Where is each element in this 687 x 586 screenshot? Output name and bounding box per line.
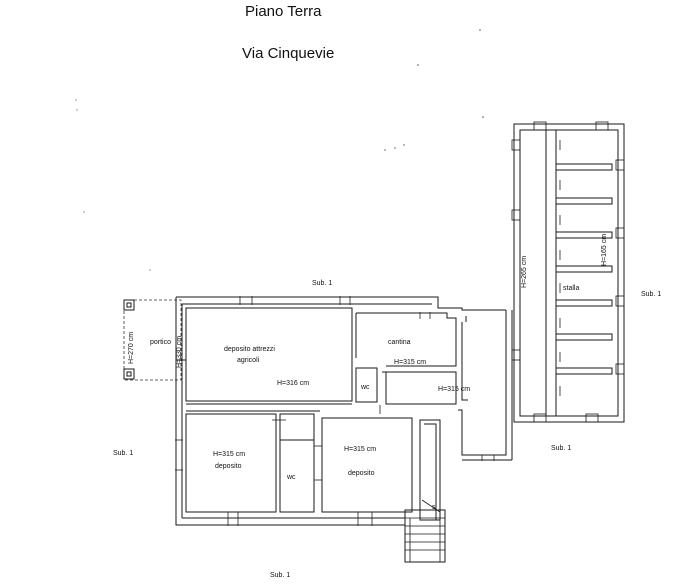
cantina-height: H=315 cm: [394, 359, 426, 366]
stalla-label: stalla: [563, 285, 579, 292]
sub-label-left: Sub. 1: [113, 450, 133, 457]
wc-left-label: wc: [286, 474, 296, 481]
portico-area: [123, 299, 182, 381]
wc-center-label: wc: [360, 384, 370, 391]
main-building-walls: [175, 296, 513, 563]
deposito-left-height: H=315 cm: [213, 451, 245, 458]
deposito-center-height: H=315 cm: [344, 446, 376, 453]
deposito-left-label: deposito: [215, 463, 242, 470]
sub-label-right-lower: Sub. 1: [551, 445, 571, 452]
sub-label-top: Sub. 1: [312, 280, 332, 287]
deposito-center-label: deposito: [348, 470, 375, 477]
stalla-height: H=265 cm: [521, 256, 528, 288]
deposito-attrezzi-label-1: deposito attrezzi: [224, 346, 275, 353]
stalla-height-2: H=165 cm: [601, 234, 608, 266]
deposito-attrezzi-label-2: agricoli: [237, 357, 260, 364]
cantina-label: cantina: [388, 339, 411, 346]
wall-openings: [175, 296, 495, 526]
sub-label-bottom: Sub. 1: [270, 572, 290, 579]
portico-label: portico: [150, 339, 171, 346]
deposito-attrezzi-height: H=316 cm: [277, 380, 309, 387]
stair-marker: s: [432, 504, 436, 511]
stalla-wing-walls: [511, 121, 625, 423]
portico-height: H=270 cm: [128, 332, 135, 364]
scan-noise: [75, 29, 484, 271]
street-title: Via Cinquevie: [242, 45, 334, 62]
corridor-height: H=315 cm: [438, 386, 470, 393]
sub-label-right: Sub. 1: [641, 291, 661, 298]
h330-label: H=330 cm: [176, 336, 183, 368]
floor-title: Piano Terra: [245, 3, 322, 20]
